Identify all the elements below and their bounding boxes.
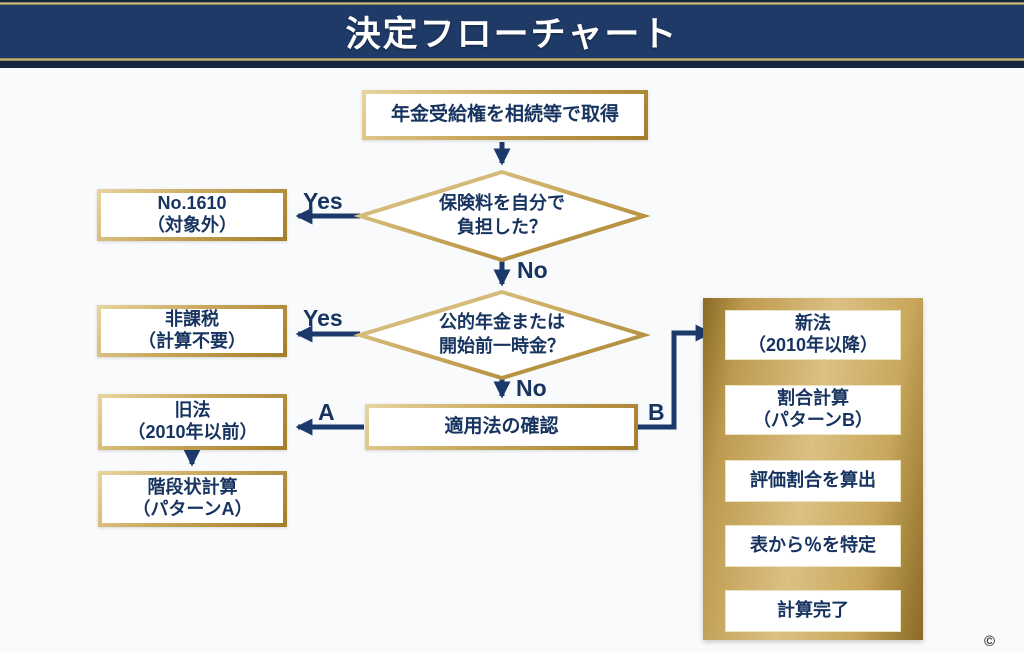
node-hyoka-wariai: 評価割合を算出 bbox=[725, 460, 901, 502]
node-check-law-label: 適用法の確認 bbox=[444, 416, 559, 438]
pattern-b-panel: 新法 （2010年以降） 割合計算 （パターンB） 評価割合を算出 表から％を特… bbox=[703, 298, 923, 640]
node-hyo-percent: 表から％を特定 bbox=[725, 525, 901, 567]
node-wariai-keisan: 割合計算 （パターンB） bbox=[725, 385, 901, 435]
branch-a-label: A bbox=[318, 399, 335, 425]
gold-divider-bottom bbox=[0, 58, 1024, 61]
decision1-question: 保険料を自分で 負担した？ bbox=[439, 193, 565, 237]
node-no1610: No.1610 （対象外） bbox=[97, 189, 287, 241]
decision2-question: 公的年金または 開始前一時金？ bbox=[439, 312, 565, 356]
node-keisan-kanryo: 計算完了 bbox=[725, 590, 901, 632]
title-bar: 決定フローチャート bbox=[0, 0, 1024, 68]
branch-b-label: B bbox=[648, 399, 665, 425]
node-start: 年金受給権を相続等で取得 bbox=[362, 90, 648, 140]
title-bar-inner: 決定フローチャート bbox=[0, 5, 1024, 58]
decision1-yes-label: Yes bbox=[303, 188, 343, 214]
node-shinpo: 新法 （2010年以降） bbox=[725, 310, 901, 360]
page-title: 決定フローチャート bbox=[345, 15, 679, 54]
watermark-partial: © bbox=[984, 633, 996, 650]
decision2-yes-label: Yes bbox=[303, 305, 343, 331]
node-kyuho: 旧法 （2010年以前） bbox=[98, 394, 287, 450]
gold-divider-top bbox=[0, 2, 1024, 5]
node-hikazei: 非課税 （計算不要） bbox=[97, 305, 287, 357]
node-check-law: 適用法の確認 bbox=[365, 404, 638, 450]
decision2-no-label: No bbox=[516, 375, 547, 401]
decision1-no-label: No bbox=[517, 257, 548, 283]
node-start-label: 年金受給権を相続等で取得 bbox=[390, 104, 619, 126]
node-kaidan-keisan: 階段状計算 （パターンA） bbox=[98, 471, 287, 527]
